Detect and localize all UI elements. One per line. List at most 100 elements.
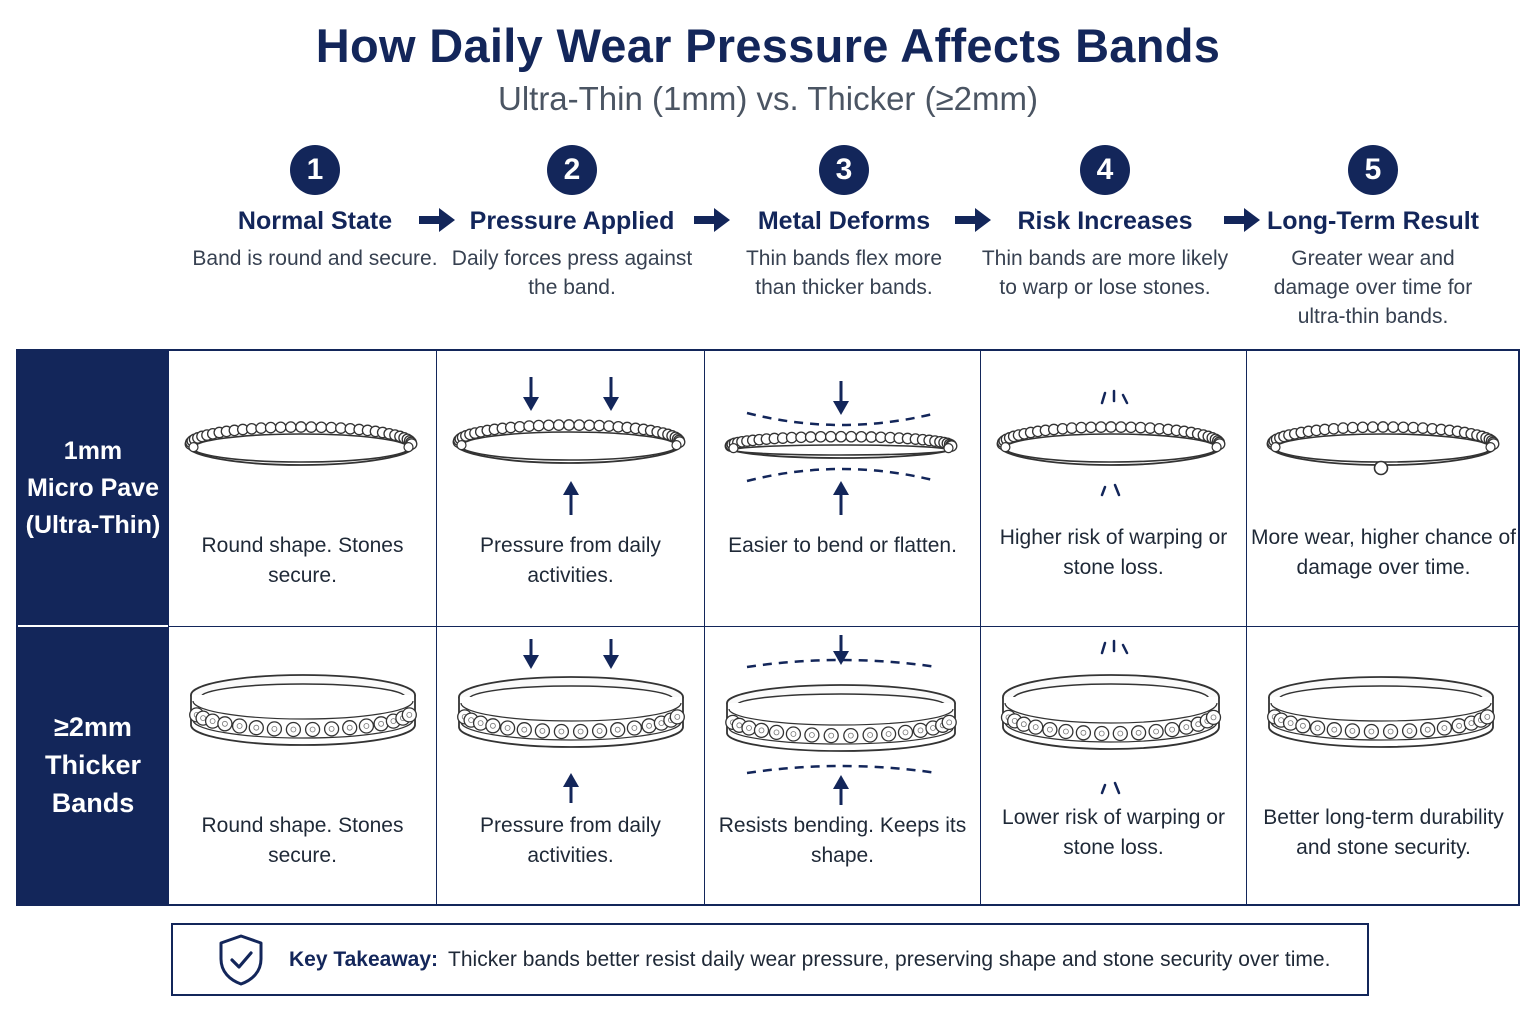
cell-thick-risk: Lower risk of warping or stone loss. bbox=[980, 626, 1246, 904]
pave-stone bbox=[1337, 422, 1349, 434]
arrow-right-icon bbox=[955, 208, 991, 232]
page-subtitle: Ultra-Thin (1mm) vs. Thicker (≥2mm) bbox=[497, 80, 1039, 117]
stress-marks-icon bbox=[1100, 639, 1129, 795]
pave-stone bbox=[295, 421, 307, 433]
pave-stone bbox=[248, 720, 264, 736]
pave-stone bbox=[573, 419, 586, 431]
arrow-down-icon bbox=[603, 639, 619, 669]
step-description: Greater wear and damage over time for ul… bbox=[1273, 247, 1473, 328]
pave-stone bbox=[342, 720, 358, 736]
step-title: Risk Increases bbox=[1017, 207, 1193, 235]
row-divider bbox=[18, 625, 168, 627]
row-label-line: Micro Pave bbox=[26, 474, 159, 502]
pave-stone bbox=[305, 421, 318, 433]
pave-stone bbox=[804, 727, 820, 743]
pave-stone bbox=[1205, 709, 1222, 726]
pave-stone bbox=[824, 430, 837, 443]
step-4: 4 Risk Increases Thin bands are more lik… bbox=[980, 145, 1230, 302]
pave-stone bbox=[753, 722, 770, 739]
cell-caption: Better long-term durability and stone se… bbox=[1263, 806, 1504, 859]
pave-stone bbox=[532, 419, 545, 432]
cell-caption: Pressure from daily activities. bbox=[480, 534, 661, 587]
cell-caption: Easier to bend or flatten. bbox=[728, 534, 957, 557]
thick-ring-stable-icon bbox=[725, 635, 957, 805]
row-label-line: 1mm bbox=[63, 437, 123, 465]
pave-stone bbox=[1085, 421, 1097, 434]
row-label-line: Thicker bbox=[44, 750, 142, 780]
pave-stone bbox=[591, 723, 608, 739]
step-title: Normal State bbox=[237, 207, 393, 235]
step-description: Thin bands are more likely to warp or lo… bbox=[981, 247, 1229, 299]
arrow-up-icon bbox=[563, 773, 579, 803]
pave-stone bbox=[1420, 722, 1436, 738]
loose-stone-icon bbox=[1373, 460, 1389, 476]
thin-ring-pressure-icon bbox=[452, 377, 686, 515]
pave-stone bbox=[1075, 421, 1088, 434]
thick-ring-icon bbox=[1000, 639, 1222, 795]
pave-stone bbox=[217, 716, 233, 732]
cell-thick-pressure: Pressure from daily activities. bbox=[436, 626, 704, 904]
step-description: Daily forces press against the band. bbox=[451, 247, 693, 299]
pave-stone bbox=[552, 419, 565, 431]
step-number: 2 bbox=[547, 145, 597, 195]
pave-stone bbox=[1451, 718, 1467, 734]
step-number: 4 bbox=[1080, 145, 1130, 195]
takeaway-label: Key Takeaway: bbox=[289, 947, 439, 971]
step-number: 1 bbox=[290, 145, 340, 195]
pave-stone bbox=[912, 722, 929, 739]
step-number: 5 bbox=[1348, 145, 1398, 195]
row-label-thick: ≥2mm Thicker Bands bbox=[18, 626, 168, 904]
pave-stone bbox=[768, 724, 785, 741]
pave-stone bbox=[843, 727, 859, 744]
cell-thin-longterm: More wear, higher chance of damage over … bbox=[1246, 351, 1520, 626]
pave-stone bbox=[795, 431, 807, 444]
pave-stone bbox=[358, 718, 375, 734]
pave-stone bbox=[1058, 723, 1074, 740]
step-number: 3 bbox=[819, 145, 869, 195]
pave-stone bbox=[610, 722, 626, 738]
pave-stone bbox=[266, 721, 283, 737]
cell-thick-longterm: Better long-term durability and stone se… bbox=[1246, 626, 1520, 904]
row-label-line: ≥2mm bbox=[54, 712, 132, 742]
cell-caption: Round shape. Stones secure. bbox=[201, 814, 404, 867]
pave-stone bbox=[401, 707, 417, 723]
cell-caption: Pressure from daily activities. bbox=[480, 814, 661, 867]
pave-stone bbox=[255, 422, 267, 434]
stress-marks-icon bbox=[1100, 389, 1129, 497]
pave-stone bbox=[897, 724, 914, 741]
pave-stone bbox=[1407, 421, 1420, 434]
pave-stone bbox=[542, 419, 555, 432]
pave-stone bbox=[1309, 720, 1326, 736]
cell-thick-resist: Resists bending. Keeps its shape. bbox=[704, 626, 980, 904]
pave-stone bbox=[1295, 718, 1311, 734]
pave-stone bbox=[1115, 421, 1127, 433]
cell-caption: Higher risk of warping or stone loss. bbox=[999, 526, 1228, 579]
arrow-down-icon bbox=[523, 377, 539, 411]
step-title: Metal Deforms bbox=[757, 207, 931, 235]
pave-stone bbox=[1397, 421, 1410, 434]
pave-stone bbox=[523, 420, 535, 432]
page-title: How Daily Wear Pressure Affects Bands bbox=[315, 19, 1221, 72]
pave-stone bbox=[835, 430, 847, 443]
arrow-down-icon bbox=[603, 377, 619, 411]
pave-stone bbox=[1344, 723, 1361, 739]
takeaway-text: Thicker bands better resist daily wear p… bbox=[448, 947, 1331, 971]
pave-stone bbox=[264, 421, 277, 434]
pave-stone bbox=[1346, 421, 1359, 434]
pave-stone bbox=[285, 721, 302, 738]
cell-thick-normal: Round shape. Stones secure. bbox=[168, 626, 436, 904]
pave-stone bbox=[274, 421, 287, 434]
arrow-down-icon bbox=[833, 635, 849, 665]
pave-stone bbox=[1028, 719, 1044, 735]
pave-stone bbox=[485, 718, 501, 734]
step-1: 1 Normal State Band is round and secure. bbox=[190, 145, 440, 273]
pave-stone bbox=[941, 714, 957, 731]
shield-check-icon bbox=[219, 934, 263, 985]
thin-ring-flattened-icon bbox=[724, 381, 958, 515]
arrow-up-icon bbox=[833, 481, 849, 515]
pave-stone bbox=[325, 421, 338, 434]
step-description: Band is round and secure. bbox=[192, 247, 438, 270]
pave-stone bbox=[862, 727, 878, 743]
pave-stone bbox=[563, 419, 575, 431]
pave-stone bbox=[1075, 725, 1092, 741]
